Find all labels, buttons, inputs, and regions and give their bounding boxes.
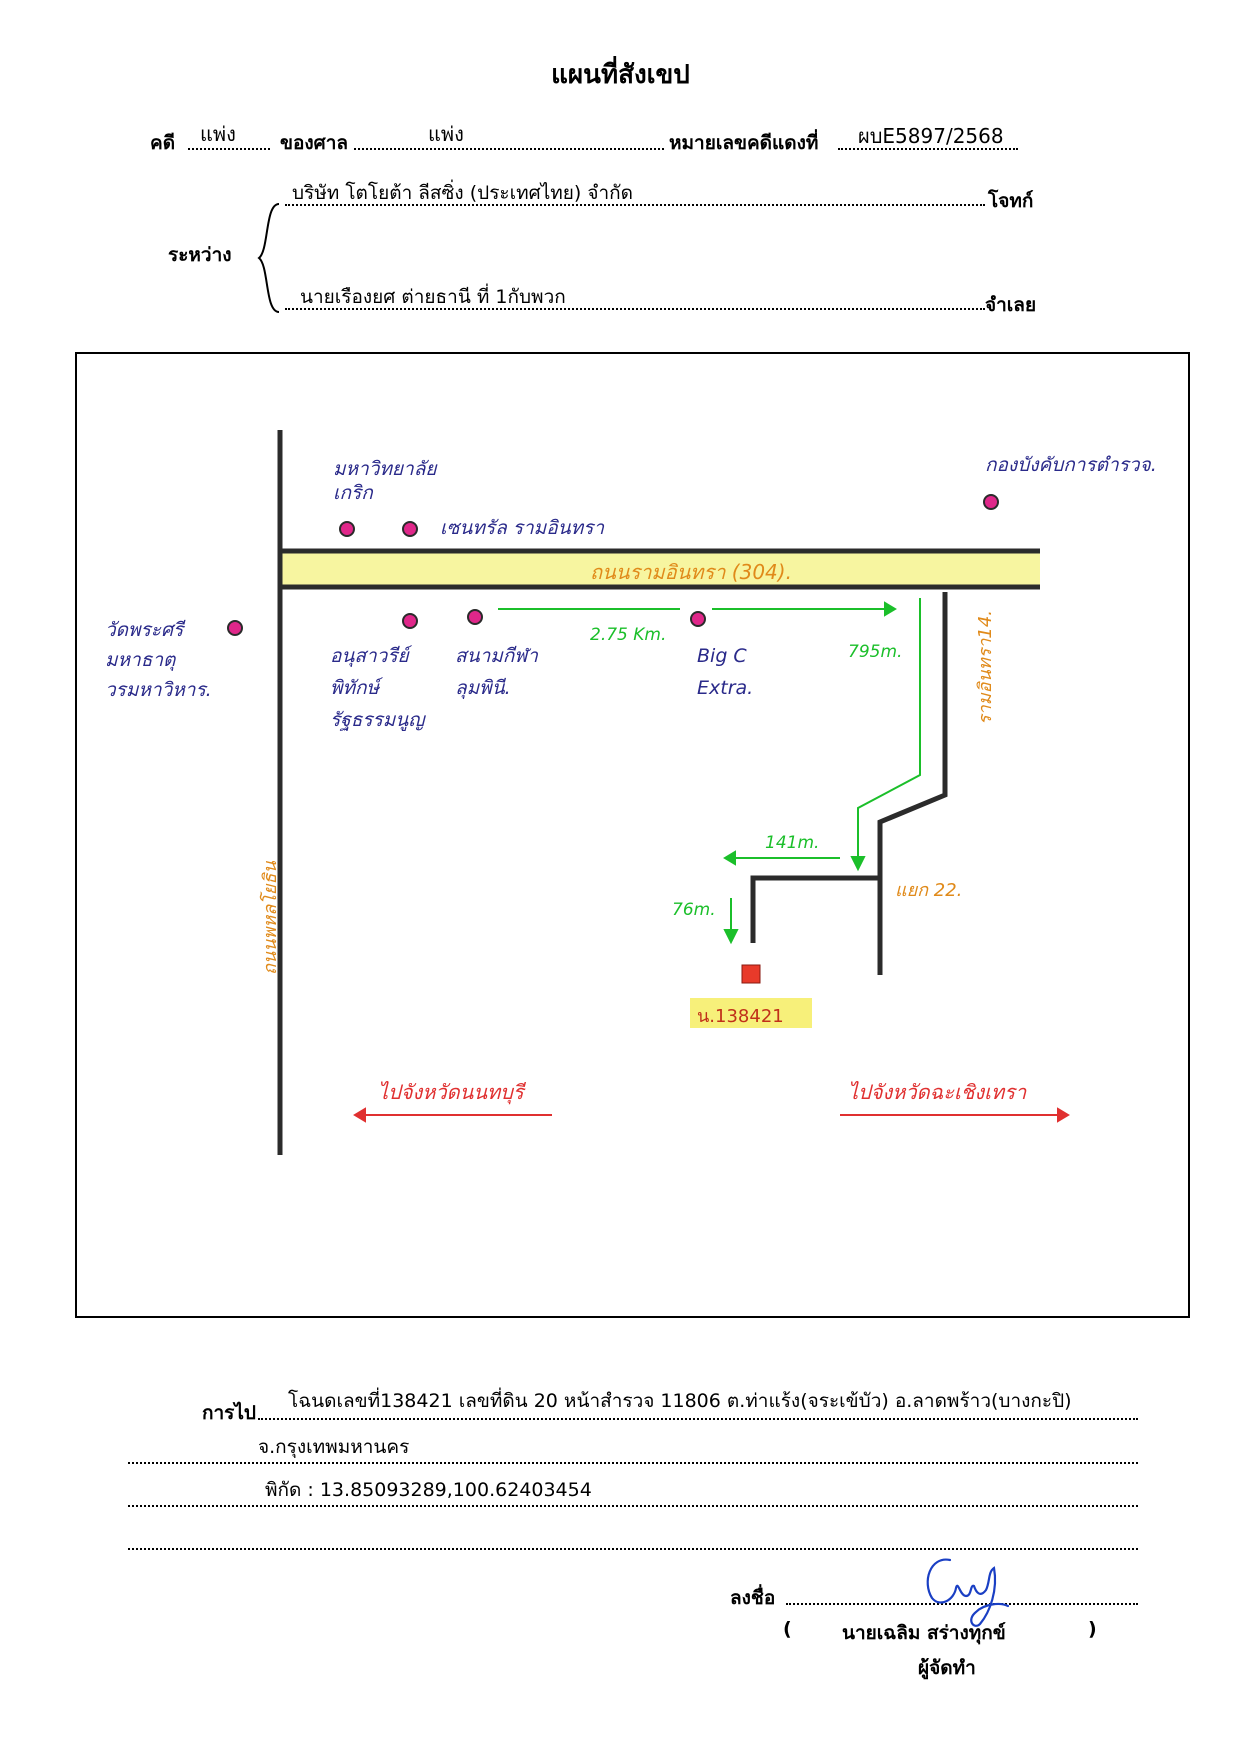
left-road-label: ถนนพหลโยธิน	[260, 861, 281, 975]
court-line	[354, 148, 664, 150]
case-number-line	[838, 148, 1018, 150]
distance-2: 795m.	[848, 642, 903, 662]
central-label: เซนทรัล รามอินทรา	[440, 517, 604, 539]
open-paren: (	[783, 1618, 792, 1640]
memorial-marker	[402, 613, 418, 629]
memorial-label: อนุสาวรีย์ พิทักษ์รัฐธรรมนูญ	[330, 645, 425, 731]
plot-label: น.138421	[697, 1006, 784, 1027]
direction-arrows	[353, 1107, 1070, 1123]
main-road-label: ถนนรามอินทรา (304).	[590, 560, 792, 584]
map-frame	[75, 352, 1190, 1318]
route-line-4	[128, 1548, 1138, 1550]
route-text-3: พิกัด : 13.85093289,100.62403454	[265, 1479, 592, 1501]
route-line-1	[258, 1418, 1138, 1420]
junction-label: แยก 22.	[895, 880, 963, 901]
route-text-1: โฉนดเลขที่138421 เลขที่ดิน 20 หน้าสำรวจ …	[288, 1390, 1072, 1412]
distance-1: 2.75 Km.	[590, 625, 667, 645]
university-label: มหาวิทยาลัย เกริก	[333, 458, 437, 504]
university-marker	[339, 521, 355, 537]
side-road-line	[877, 592, 948, 975]
distance-4: 76m.	[672, 900, 716, 920]
page-title: แผนที่สังเขป	[551, 60, 690, 90]
route-text-2: จ.กรุงเทพมหานคร	[258, 1436, 410, 1458]
sign-line	[786, 1603, 1138, 1605]
direction-right-label: ไปจังหวัดฉะเชิงเทรา	[848, 1080, 1027, 1104]
signer-role: ผู้จัดทำ	[918, 1657, 976, 1679]
stadium-marker	[467, 609, 483, 625]
wat-marker	[227, 620, 243, 636]
case-type-line	[188, 148, 270, 150]
case-number-label: หมายเลขคดีแดงที่	[669, 132, 819, 154]
close-paren: )	[1088, 1618, 1097, 1640]
defendant-line	[285, 308, 985, 310]
court-value: แพ่ง	[428, 122, 464, 146]
case-label: คดี	[150, 132, 176, 154]
bigc-label: Big C Extra.	[697, 645, 754, 699]
main-road-fill	[280, 551, 1040, 587]
signature-image	[926, 1558, 1010, 1627]
plaintiff-name: บริษัท โตโยต้า ลีสซิ่ง (ประเทศไทย) จำกัด	[292, 182, 634, 204]
sign-label: ลงชื่อ	[730, 1587, 776, 1609]
court-label: ของศาล	[280, 132, 349, 154]
plot-label-highlight	[690, 998, 812, 1028]
bigc-marker	[690, 611, 706, 627]
defendant-name: นายเรืองยศ ต่ายธานี ที่ 1กับพวก	[300, 286, 566, 308]
plot-marker	[741, 964, 761, 984]
police-court-marker	[983, 494, 999, 510]
distance-3: 141m.	[765, 833, 820, 853]
case-type-value: แพ่ง	[200, 122, 236, 146]
branch-road-line	[750, 875, 878, 943]
between-label: ระหว่าง	[168, 244, 232, 266]
wat-label: วัดพระศรี มหาธาตุ วรมหาวิหาร.	[105, 619, 212, 701]
direction-left-label: ไปจังหวัดนนทบุรี	[378, 1080, 524, 1104]
plaintiff-label: โจทก์	[988, 190, 1034, 212]
route-line-3	[128, 1505, 1138, 1507]
defendant-label: จำเลย	[985, 294, 1037, 316]
central-marker	[402, 521, 418, 537]
side-road-label: รามอินทรา14.	[975, 609, 996, 725]
route-arrows	[498, 598, 921, 945]
case-number-value: ผบE5897/2568	[858, 124, 1004, 148]
police-court-label: กองบังคับการตำรวจ.	[985, 454, 1157, 476]
brace-icon	[257, 203, 280, 313]
stadium-label: สนามกีฬา ลุมพินี.	[455, 645, 538, 699]
route-label: การไป	[202, 1402, 256, 1424]
signer-name: นายเฉลิม สร่างทุกข์	[842, 1622, 1006, 1644]
plaintiff-line	[285, 204, 985, 206]
route-line-2	[128, 1462, 1138, 1464]
